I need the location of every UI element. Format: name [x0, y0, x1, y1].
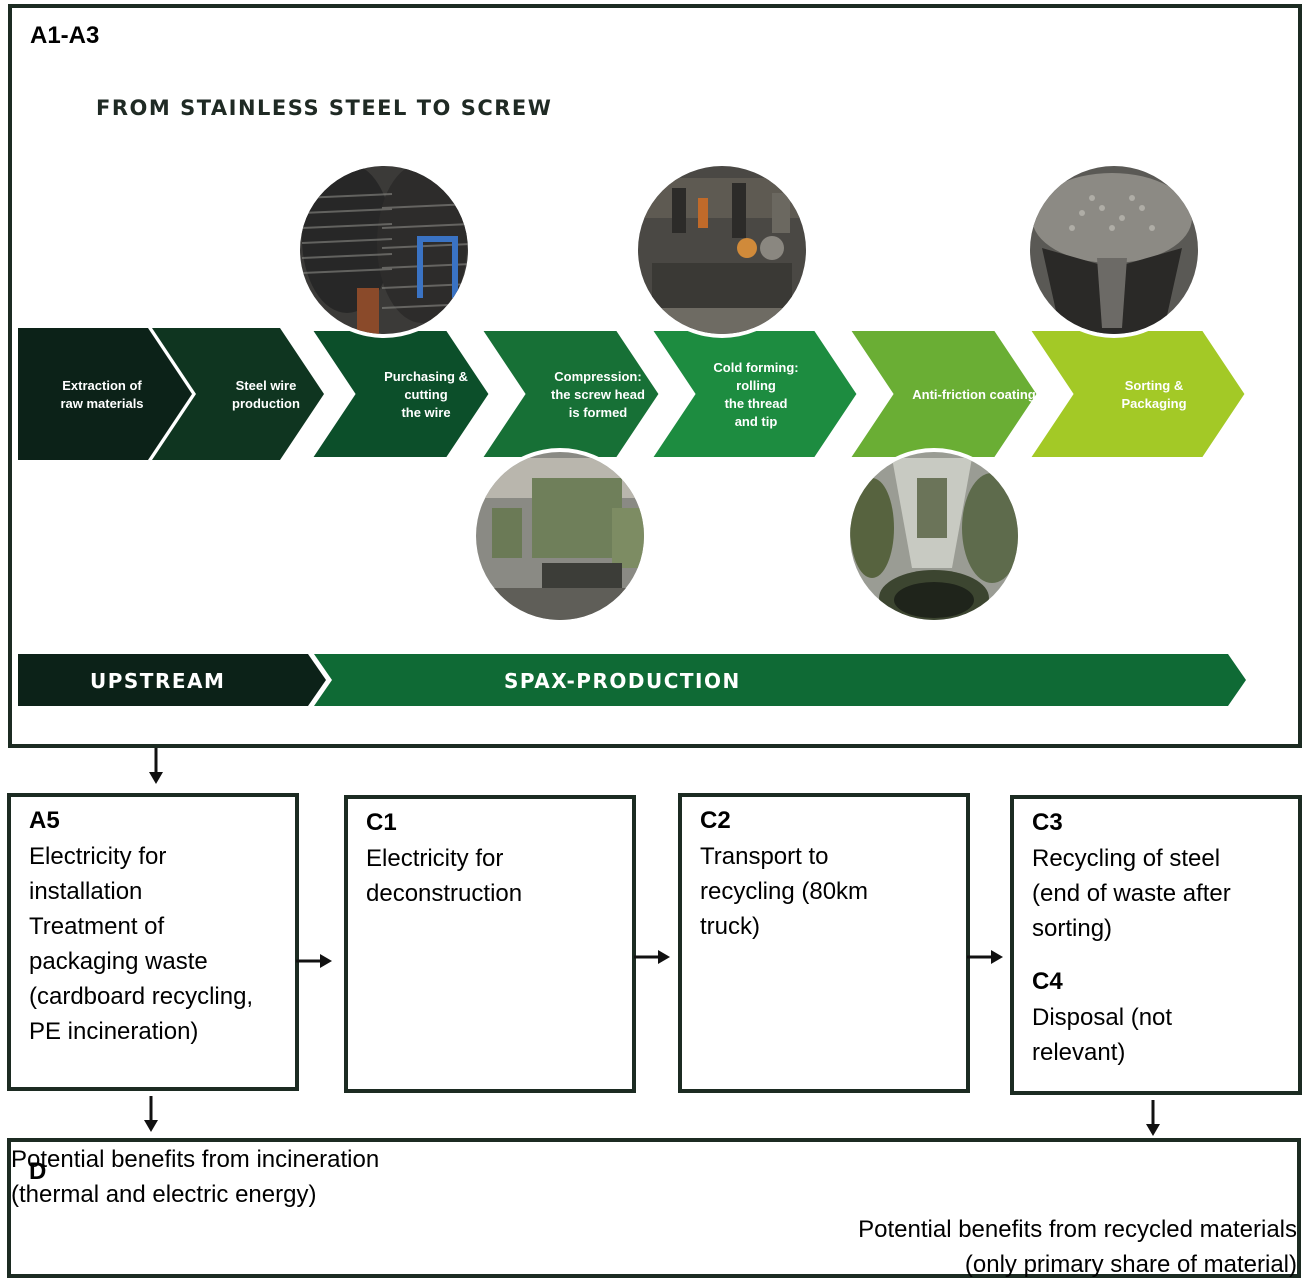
production-label: SPAX-PRODUCTION [504, 669, 741, 693]
c4-code: C4 [1032, 968, 1063, 995]
c2-text: Transport to recycling (80km truck) [700, 843, 869, 940]
wire-coils-photo [296, 162, 472, 338]
c1-code: C1 [366, 809, 397, 836]
d-code: D [29, 1158, 47, 1185]
process-step-4-label: is formed [569, 405, 628, 420]
process-step-7-label: Sorting & [1125, 378, 1184, 393]
process-step-1-label: Extraction of [62, 378, 142, 393]
c3-text: Recycling of steel (end of waste after s… [1032, 845, 1231, 942]
a1-a3-box: A1-A3 FROM STAINLESS STEEL TO SCREW Extr… [8, 4, 1302, 748]
c2-code: C2 [700, 807, 731, 834]
arrow-c1-c2 [634, 950, 670, 964]
process-step-6-label: Anti-friction coating [912, 387, 1036, 402]
process-step-4 [472, 325, 666, 463]
arrow-down-a13-a5 [149, 748, 163, 784]
process-title: FROM STAINLESS STEEL TO SCREW [96, 96, 553, 120]
c4-text: Disposal (not relevant) [1032, 1004, 1173, 1066]
process-step-5-label: and tip [735, 414, 778, 429]
c3-code: C3 [1032, 809, 1063, 836]
process-step-3 [302, 325, 496, 463]
press-tooling-photo [634, 162, 810, 338]
process-step-1 [18, 328, 192, 460]
process-step-7-label: Packaging [1121, 396, 1186, 411]
process-step-2 [152, 328, 324, 460]
d-right-text: Potential benefits from recycled materia… [858, 1216, 1297, 1278]
process-step-1-label: raw materials [60, 396, 143, 411]
process-step-4-label: Compression: [554, 369, 641, 384]
process-step-3-label: cutting [404, 387, 447, 402]
process-step-2-label: Steel wire [236, 378, 297, 393]
process-step-4-label: the screw head [551, 387, 645, 402]
process-step-5-label: rolling [736, 378, 776, 393]
c2-box: C2 Transport to recycling (80km truck) [678, 793, 970, 1093]
process-step-5 [642, 325, 864, 463]
arrow-down-c3-d [1146, 1100, 1160, 1136]
coating-plant-photo [846, 448, 1022, 624]
sorting-machine-photo [1026, 162, 1202, 338]
production-band [314, 654, 1246, 706]
d-box: D Potential benefits from incineration (… [7, 1138, 1301, 1278]
compression-machine-photo [472, 448, 648, 624]
a5-text: Electricity for installation Treatment o… [29, 843, 254, 1045]
arrow-a5-c1 [296, 954, 332, 968]
arrow-c2-c3 [967, 950, 1003, 964]
d-left-text: Potential benefits from incineration (th… [11, 1146, 380, 1208]
process-step-6 [840, 325, 1044, 463]
process-step-2-label: production [232, 396, 300, 411]
a5-box: A5 Electricity for installation Treatmen… [7, 793, 299, 1091]
arrow-down-a5-d [144, 1096, 158, 1132]
upstream-label: UPSTREAM [90, 669, 225, 693]
process-step-7 [1020, 325, 1252, 463]
process-chevrons [18, 325, 1252, 463]
c3-c4-box: C3 Recycling of steel (end of waste afte… [1010, 795, 1302, 1095]
process-step-3-label: the wire [401, 405, 450, 420]
a5-code: A5 [29, 807, 60, 834]
process-step-3-label: Purchasing & [384, 369, 468, 384]
upstream-band [18, 654, 326, 706]
process-step-5-label: Cold forming: [713, 360, 798, 375]
process-diagram: Extraction of raw materials Steel wire prod… [18, 162, 1252, 706]
process-step-5-label: the thread [725, 396, 788, 411]
c1-box: C1 Electricity for deconstruction [344, 795, 636, 1093]
a1-a3-code: A1-A3 [30, 22, 100, 49]
c1-text: Electricity for deconstruction [366, 845, 523, 907]
